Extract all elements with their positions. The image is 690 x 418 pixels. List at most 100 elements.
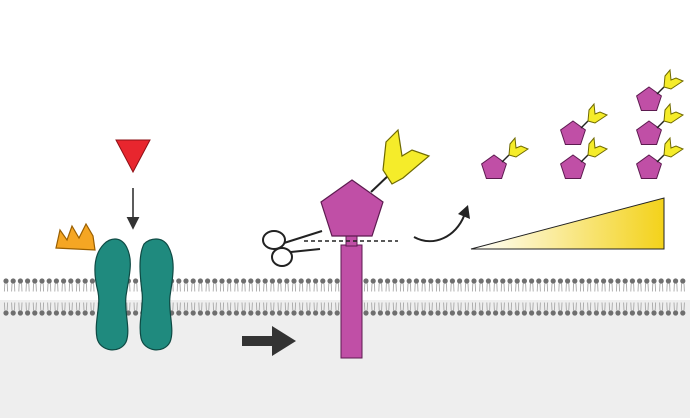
lipid-head xyxy=(284,278,290,284)
lipid-head xyxy=(615,278,621,284)
triangle-down-icon xyxy=(115,139,151,174)
receptor-left-subunit xyxy=(94,238,131,351)
fragment-antibody xyxy=(587,102,609,124)
lipid-head xyxy=(32,278,38,284)
lipid-head xyxy=(205,310,211,316)
lipid-head xyxy=(320,278,326,284)
lipid-head xyxy=(673,278,679,284)
lipid-head xyxy=(233,310,239,316)
lipid-head xyxy=(183,310,189,316)
lipid-head xyxy=(377,310,383,316)
lipid-head xyxy=(500,278,506,284)
lipid-head xyxy=(579,278,585,284)
lipid-head xyxy=(658,278,664,284)
lipid-head xyxy=(680,278,686,284)
lipid-head xyxy=(75,278,81,284)
lipid-head xyxy=(680,310,686,316)
lipid-head xyxy=(212,278,218,284)
lipid-head xyxy=(565,310,571,316)
lipid-head xyxy=(284,310,290,316)
fragment-linker xyxy=(580,120,589,129)
lipid-head xyxy=(392,310,398,316)
lipid-head xyxy=(485,310,491,316)
increasing-wedge-icon xyxy=(470,197,665,250)
fragment-linker xyxy=(501,154,510,163)
lipid-head xyxy=(298,278,304,284)
lipid-head xyxy=(579,310,585,316)
lipid-head xyxy=(608,310,614,316)
lipid-head xyxy=(593,310,600,316)
lipid-head xyxy=(586,278,592,284)
lipid-head xyxy=(442,310,448,316)
lipid-head xyxy=(327,278,333,284)
lipid-head xyxy=(305,310,311,316)
lipid-head xyxy=(521,310,528,316)
lipid-head xyxy=(665,278,672,284)
lipid-head xyxy=(514,310,520,316)
lipid-head xyxy=(53,278,60,284)
lipid-head xyxy=(478,310,484,316)
lipid-head xyxy=(176,310,182,316)
lipid-head xyxy=(46,310,52,316)
lipid-head xyxy=(363,310,369,316)
lipid-head xyxy=(399,310,405,316)
lipid-head xyxy=(572,278,578,284)
lipid-head xyxy=(615,310,621,316)
lipid-head xyxy=(421,278,427,284)
lipid-head xyxy=(82,310,88,316)
lipid-head xyxy=(3,310,9,316)
lipid-head xyxy=(269,310,275,316)
lipid-head xyxy=(183,278,189,284)
lipid-head xyxy=(89,278,95,284)
lipid-head xyxy=(291,278,297,284)
lipid-head xyxy=(464,310,470,316)
lipid-head xyxy=(17,278,23,284)
lipid-head xyxy=(125,310,131,316)
pentagon-with-y-icon xyxy=(636,136,685,179)
lipid-head xyxy=(435,310,441,316)
lipid-head xyxy=(521,278,528,284)
lipid-head xyxy=(471,278,477,284)
lipid-head xyxy=(529,278,535,284)
lipid-head xyxy=(406,310,412,316)
lipid-head xyxy=(586,310,592,316)
lipid-head xyxy=(593,278,600,284)
lipid-head xyxy=(529,310,535,316)
lipid-head xyxy=(334,310,340,316)
lipid-head xyxy=(226,310,232,316)
lipid-head xyxy=(68,310,74,316)
release-arrow xyxy=(413,215,465,243)
process-arrow xyxy=(242,326,296,356)
lipid-head xyxy=(262,310,268,316)
antibody-y-icon xyxy=(382,128,431,185)
lipid-head xyxy=(370,278,376,284)
lipid-head xyxy=(255,278,261,284)
lipid-head xyxy=(39,278,45,284)
lipid-head xyxy=(61,310,67,316)
lipid-head xyxy=(644,278,650,284)
crown-icon xyxy=(55,222,96,251)
lipid-head xyxy=(277,310,283,316)
fragment-antibody xyxy=(508,136,530,158)
lipid-head xyxy=(25,310,31,316)
fragment-linker xyxy=(656,154,665,163)
lipid-head xyxy=(543,310,549,316)
lipid-head xyxy=(197,310,203,316)
lipid-head xyxy=(262,278,268,284)
lipid-head xyxy=(248,310,254,316)
lipid-head xyxy=(363,278,369,284)
pentagon-with-y-icon xyxy=(560,136,609,179)
fragment-pentagon xyxy=(636,154,662,179)
fragment-linker xyxy=(580,154,589,163)
lipid-head xyxy=(176,278,182,284)
pentagon-with-y-icon xyxy=(481,136,530,179)
lipid-head xyxy=(327,310,333,316)
lipid-head xyxy=(457,278,463,284)
lipid-head xyxy=(61,278,67,284)
lipid-head xyxy=(291,310,297,316)
lipid-head xyxy=(435,278,441,284)
fragment-antibody xyxy=(663,68,685,90)
lipid-head xyxy=(550,310,556,316)
lipid-head xyxy=(493,310,499,316)
